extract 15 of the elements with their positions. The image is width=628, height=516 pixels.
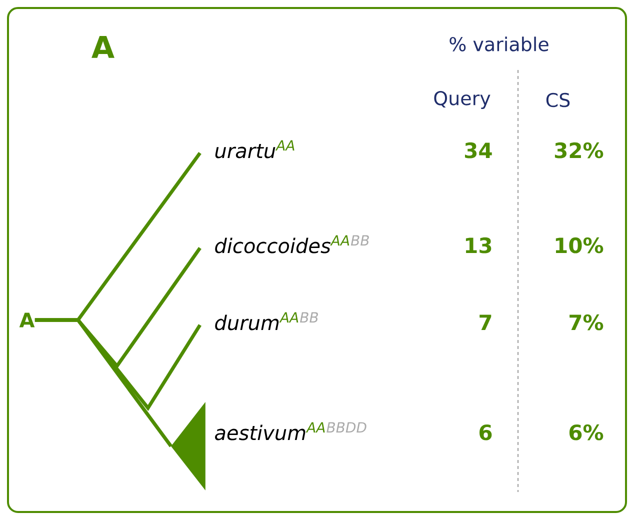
table-value: 7% xyxy=(570,314,604,330)
column-heading: CS xyxy=(546,92,570,108)
table-value: 13 xyxy=(466,237,492,254)
table-value: 7 xyxy=(480,314,492,330)
table-value: 32% xyxy=(554,142,604,158)
panel-letter: A xyxy=(92,36,114,58)
table-value: 34 xyxy=(465,142,492,158)
table-value: 6 xyxy=(480,424,492,440)
column-heading: % variable xyxy=(450,36,548,52)
column-heading: Query xyxy=(434,90,490,110)
root-label: A xyxy=(19,312,35,328)
tree-branch xyxy=(34,318,172,448)
clade-triangle xyxy=(171,402,206,490)
table-value: 10% xyxy=(556,237,604,254)
table-value: 6% xyxy=(569,424,604,440)
